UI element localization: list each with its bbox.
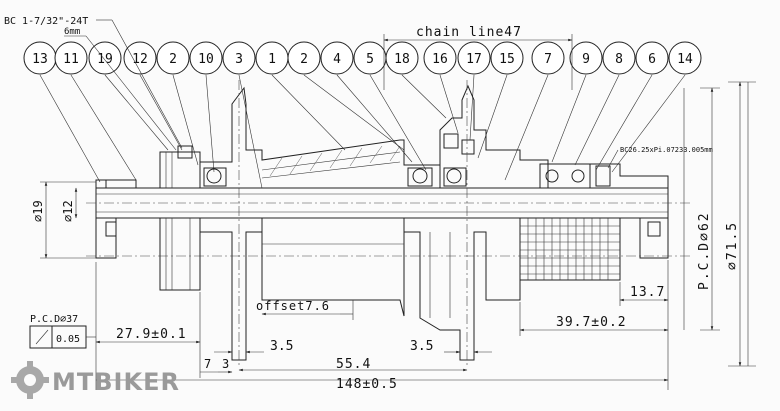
- callout-number: 8: [615, 52, 623, 67]
- left-end-cap: [95, 145, 227, 189]
- callout-14-19: 14: [668, 41, 702, 75]
- callout-18-11: 18: [385, 41, 419, 75]
- six-mm-note: 6mm: [64, 27, 80, 37]
- dim-pcd62: P.C.D⌀62: [697, 211, 712, 290]
- callout-10-5: 10: [189, 41, 223, 75]
- callout-5-10: 5: [353, 41, 387, 75]
- callout-number: 6: [648, 52, 656, 67]
- drawing-text: BC 1-7/32"-24T 6mm chain line47 BC26.25x…: [4, 16, 740, 392]
- callout-number: 7: [544, 52, 552, 67]
- dim-3-5-left: 3.5: [270, 339, 293, 354]
- bc-top-note: BC 1-7/32"-24T: [4, 16, 88, 27]
- callout-number: 9: [582, 52, 590, 67]
- dim-39-7: 39.7±0.2: [556, 315, 627, 330]
- watermark-text: MTBIKER: [52, 368, 180, 396]
- callout-3-6: 3: [222, 41, 256, 75]
- dim-148: 148±0.5: [336, 377, 398, 392]
- dim-13-7: 13.7: [630, 285, 665, 300]
- callout-19-2: 19: [88, 41, 122, 75]
- dim-27-9: 27.9±0.1: [116, 327, 187, 342]
- callout-12-3: 12: [123, 41, 157, 75]
- callout-4-9: 4: [320, 41, 354, 75]
- callout-number: 4: [333, 52, 341, 67]
- callout-number: 3: [235, 52, 243, 67]
- callout-number: 17: [466, 52, 482, 67]
- axle: [86, 187, 692, 259]
- callout-number: 5: [366, 52, 374, 67]
- callout-number: 11: [63, 52, 79, 67]
- callout-16-12: 16: [423, 41, 457, 75]
- callout-1-7: 1: [255, 41, 289, 75]
- hub-body-exterior: [159, 80, 621, 368]
- callout-number: 19: [97, 52, 113, 67]
- callout-6-18: 6: [635, 41, 669, 75]
- bc-right-note: BC26.25xPi.07233.005mm: [620, 146, 713, 154]
- callout-number: 18: [394, 52, 410, 67]
- callout-17-13: 17: [457, 41, 491, 75]
- dim-3: 3: [222, 357, 229, 371]
- leader-lines: [39, 74, 686, 189]
- dim-7: 7: [204, 357, 211, 371]
- callout-2-8: 2: [287, 41, 321, 75]
- callout-13-0: 13: [23, 41, 57, 75]
- callout-9-16: 9: [569, 41, 603, 75]
- chain-line-label: chain line47: [416, 25, 522, 40]
- callout-number: 14: [677, 52, 693, 67]
- dim-d715: ⌀71.5: [725, 221, 740, 270]
- callout-number: 10: [198, 52, 214, 67]
- mtbiker-watermark: MTBIKER: [11, 361, 180, 399]
- callout-number: 12: [132, 52, 148, 67]
- dim-d12: ⌀12: [61, 200, 75, 222]
- callout-number: 16: [432, 52, 448, 67]
- dim-55-4: 55.4: [336, 357, 371, 372]
- callout-2-4: 2: [156, 41, 190, 75]
- callout-8-17: 8: [602, 41, 636, 75]
- callout-number: 1: [268, 52, 276, 67]
- gear-logo-icon: [11, 361, 49, 399]
- offset-label: offset7.6: [256, 299, 330, 313]
- callout-7-15: 7: [531, 41, 565, 75]
- tolerance-label: 0.05: [56, 334, 80, 345]
- hub-shell-section: [199, 86, 440, 188]
- freehub-body: [439, 84, 669, 189]
- pcd37-label: P.C.D⌀37: [30, 314, 78, 325]
- callout-number: 13: [32, 52, 48, 67]
- callout-15-14: 15: [490, 41, 524, 75]
- callout-number: 2: [300, 52, 308, 67]
- callout-11-1: 11: [54, 41, 88, 75]
- pcd37-box: [29, 325, 96, 349]
- dim-3-5-right: 3.5: [410, 339, 433, 354]
- dimension-lines: [40, 19, 756, 390]
- callout-number: 2: [169, 52, 177, 67]
- callout-number: 15: [499, 52, 515, 67]
- dim-d19: ⌀19: [31, 200, 45, 222]
